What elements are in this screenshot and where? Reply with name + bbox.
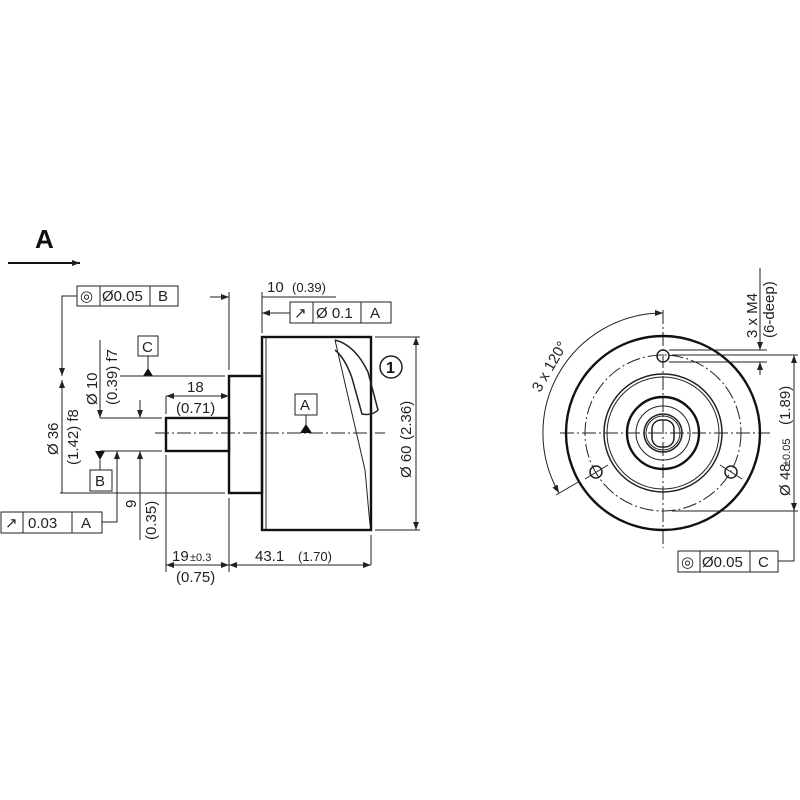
dim-19: 19 [172,548,189,565]
bolt-circle-tol: ±0.05 [781,439,793,466]
bolt-circle-dim: Ø 48 [777,463,794,496]
concentricity-frame-b: ◎ Ø0.05 B [76,285,179,307]
dim-60: Ø 60 [398,445,415,478]
runout-icon: ↗ [294,305,307,322]
dim-18-inch: (0.71) [176,400,215,417]
datum-b: B [95,473,105,490]
runout-frame-bottom: ↗ 0.03 A [0,511,103,534]
runout-datum: A [81,515,91,532]
hub [227,374,264,495]
view-label: A [35,224,54,254]
datum-b-box [89,469,113,492]
concentricity-tolerance: Ø0.05 [102,288,143,305]
concentricity-datum: C [758,554,769,571]
concentricity-datum: B [158,288,168,305]
datum-c: C [142,339,153,356]
dim-10: 10 [267,279,284,296]
dim-hub-dia-inch: (1.42) f8 [65,409,82,465]
dim-19-inch: (0.75) [176,569,215,586]
dim-43: 43.1 [255,548,284,565]
dim-18: 18 [187,379,204,396]
runout-frame-top: ↗ Ø 0.1 A [289,301,392,324]
dim-60-inch: (2.36) [398,401,415,440]
cable-gland [334,339,379,416]
angle-label: 3 x 120° [529,339,571,395]
thread-label: 3 x M4 [744,293,761,338]
runout-tolerance: Ø 0.1 [316,305,353,322]
shaft [164,416,231,453]
callout-number: 1 [386,360,395,377]
datum-a: A [300,397,310,414]
concentricity-icon: ◎ [80,288,93,305]
thread-hole [724,465,738,479]
side-view: 1 10 (0.39) ↗ Ø 0.1 A [0,279,420,586]
dim-9: 9 [123,500,140,508]
concentricity-icon: ◎ [681,554,694,571]
view-a-indicator: A [8,224,80,266]
dim-shaft-dia: Ø 10 [84,372,101,405]
callout-circle [379,355,403,379]
dim-19-tol: ±0.3 [190,552,211,564]
front-view: 3 x 120° 3 x M4 (6-deep) Ø 48 ±0.05 (1.8… [529,268,798,573]
concentricity-tolerance: Ø0.05 [702,554,743,571]
concentricity-frame-c: ◎ Ø0.05 C [677,550,779,573]
dim-10-inch: (0.39) [292,280,326,295]
dim-hub-dia: Ø 36 [45,422,62,455]
dim-43-inch: (1.70) [298,549,332,564]
runout-icon: ↗ [5,515,18,532]
thread-depth: (6-deep) [761,281,778,338]
runout-tolerance: 0.03 [28,515,57,532]
dim-shaft-dia-inch: (0.39) f7 [104,349,121,405]
bolt-circle-inch: (1.89) [777,386,794,425]
runout-datum: A [370,305,380,322]
dim-9-inch: (0.35) [143,501,160,540]
